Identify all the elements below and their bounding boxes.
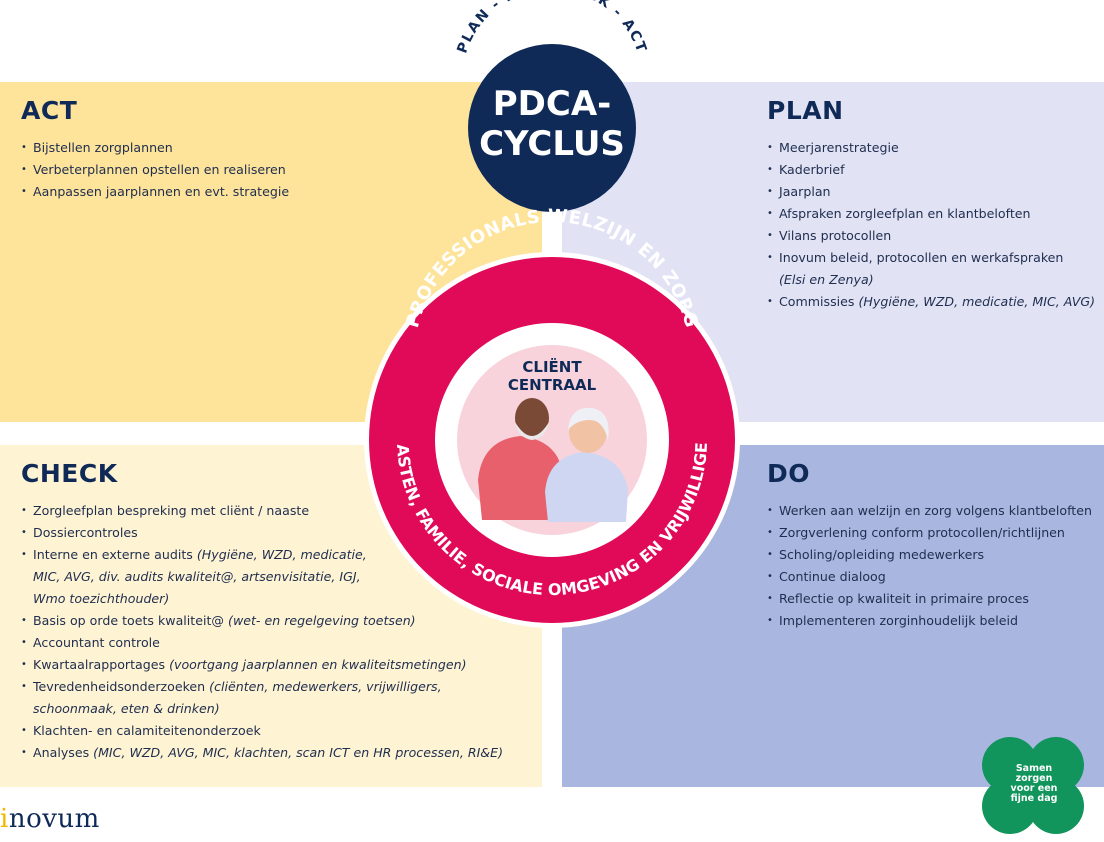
item-text: Verbeterplannen opstellen en realiseren <box>33 162 286 177</box>
list-item: Analyses (MIC, WZD, AVG, MIC, klachten, … <box>21 742 521 764</box>
list-item: Scholing/opleiding medewerkers <box>767 544 1097 566</box>
pdca-title-line2: CYCLUS <box>479 124 625 164</box>
couple-illustration <box>478 398 628 522</box>
item-text: Scholing/opleiding medewerkers <box>779 547 985 562</box>
item-text: Meerjarenstrategie <box>779 140 899 155</box>
list-item: Inovum beleid, protocollen en werkafspra… <box>767 247 1097 291</box>
check-list: Zorgleefplan bespreking met cliënt / naa… <box>21 500 521 764</box>
list-item: Interne en externe audits (Hygiëne, WZD,… <box>21 544 521 610</box>
list-item: Zorgleefplan bespreking met cliënt / naa… <box>21 500 521 522</box>
list-item: Verbeterplannen opstellen en realiseren <box>21 159 521 181</box>
person-woman-hair <box>568 407 609 440</box>
pdca-title-line1: PDCA- <box>493 84 612 124</box>
item-text: Vilans protocollen <box>779 228 892 243</box>
act-quadrant: ACT Bijstellen zorgplannen Verbeterplann… <box>0 82 542 422</box>
plan-list: Meerjarenstrategie Kaderbrief Jaarplan A… <box>767 137 1097 313</box>
item-text: Inovum beleid, protocollen en werkafspra… <box>779 250 1064 265</box>
list-item: Klachten- en calamiteitenonderzoek <box>21 720 521 742</box>
badge-center <box>1000 760 1066 812</box>
item-text: Kwartaalrapportages <box>33 657 166 672</box>
item-text: Analyses <box>33 745 90 760</box>
item-sub: (Hygiëne, WZD, medicatie, MIC, AVG) <box>858 294 1096 309</box>
item-sub: (Hygiëne, WZD, medicatie, <box>196 547 367 562</box>
badge-line: zorgen <box>1015 773 1053 784</box>
client-label-line1: CLIËNT <box>522 357 582 376</box>
item-sub: (wet- en regelgeving toetsen) <box>228 613 416 628</box>
list-item: Accountant controle <box>21 632 521 654</box>
list-item: Commissies (Hygiëne, WZD, medicatie, MIC… <box>767 291 1097 313</box>
badge-line: fijne dag <box>1010 793 1058 804</box>
do-list: Werken aan welzijn en zorg volgens klant… <box>767 500 1097 632</box>
item-sub: (cliënten, medewerkers, vrijwilligers, <box>209 679 442 694</box>
logo-name: novum <box>8 804 100 834</box>
list-item: Meerjarenstrategie <box>767 137 1097 159</box>
inovum-logo: inovum <box>0 804 100 834</box>
item-text: Afspraken zorgleefplan en klantbeloften <box>779 206 1031 221</box>
item-text: Reflectie op kwaliteit in primaire proce… <box>779 591 1029 606</box>
act-title: ACT <box>21 96 78 125</box>
badge-line: voor een <box>1010 783 1058 794</box>
item-sub: (voortgang jaarplannen en kwaliteitsmeti… <box>169 657 467 672</box>
person-man-head <box>515 398 549 438</box>
item-sub: schoonmaak, eten & drinken) <box>33 701 220 716</box>
person-woman-body <box>545 452 628 522</box>
client-label-line2: CENTRAAL <box>508 376 597 394</box>
list-item: Basis op orde toets kwaliteit@ (wet- en … <box>21 610 521 632</box>
item-text: Continue dialoog <box>779 569 886 584</box>
list-item: Continue dialoog <box>767 566 1097 588</box>
check-title: CHECK <box>21 459 118 488</box>
item-text: Implementeren zorginhoudelijk beleid <box>779 613 1018 628</box>
list-item: Afspraken zorgleefplan en klantbeloften <box>767 203 1097 225</box>
item-text: Werken aan welzijn en zorg volgens klant… <box>779 503 1092 518</box>
list-item: Zorgverlening conform protocollen/richtl… <box>767 522 1097 544</box>
person-man-body <box>478 436 562 520</box>
pdca-circle <box>468 44 636 212</box>
item-text: Jaarplan <box>779 184 831 199</box>
person-man-beard <box>515 422 549 440</box>
list-item: Jaarplan <box>767 181 1097 203</box>
list-item: Implementeren zorginhoudelijk beleid <box>767 610 1097 632</box>
item-text: Bijstellen zorgplannen <box>33 140 173 155</box>
item-text: Commissies <box>779 294 855 309</box>
item-text: Accountant controle <box>33 635 160 650</box>
item-sub: (MIC, WZD, AVG, MIC, klachten, scan ICT … <box>93 745 503 760</box>
item-text: Kaderbrief <box>779 162 845 177</box>
list-item: Aanpassen jaarplannen en evt. strategie <box>21 181 521 203</box>
item-text: Aanpassen jaarplannen en evt. strategie <box>33 184 290 199</box>
list-item: Kaderbrief <box>767 159 1097 181</box>
list-item: Reflectie op kwaliteit in primaire proce… <box>767 588 1097 610</box>
item-text: Zorgleefplan bespreking met cliënt / naa… <box>33 503 310 518</box>
logo-dot: i <box>0 804 9 834</box>
list-item: Bijstellen zorgplannen <box>21 137 521 159</box>
badge-line: Samen <box>1015 763 1053 774</box>
item-text: Zorgverlening conform protocollen/richtl… <box>779 525 1065 540</box>
do-title: DO <box>767 459 811 488</box>
item-text: Basis op orde toets kwaliteit@ <box>33 613 225 628</box>
act-list: Bijstellen zorgplannen Verbeterplannen o… <box>21 137 521 203</box>
list-item: Kwartaalrapportages (voortgang jaarplann… <box>21 654 521 676</box>
plan-title: PLAN <box>767 96 844 125</box>
item-text: Tevredenheidsonderzoeken <box>33 679 206 694</box>
item-sub: Wmo toezichthouder) <box>33 591 170 606</box>
list-item: Vilans protocollen <box>767 225 1097 247</box>
item-sub: MIC, AVG, div. audits kwaliteit@, artsen… <box>33 569 361 584</box>
list-item: Dossiercontroles <box>21 522 521 544</box>
badge-logo <box>982 737 1084 834</box>
badge-text: Samen zorgen voor een fijne dag <box>986 764 1082 804</box>
item-text: Interne en externe audits <box>33 547 193 562</box>
item-sub: (Elsi en Zenya) <box>779 272 874 287</box>
list-item: Tevredenheidsonderzoeken (cliënten, mede… <box>21 676 521 720</box>
list-item: Werken aan welzijn en zorg volgens klant… <box>767 500 1097 522</box>
item-text: Klachten- en calamiteitenonderzoek <box>33 723 261 738</box>
item-text: Dossiercontroles <box>33 525 138 540</box>
